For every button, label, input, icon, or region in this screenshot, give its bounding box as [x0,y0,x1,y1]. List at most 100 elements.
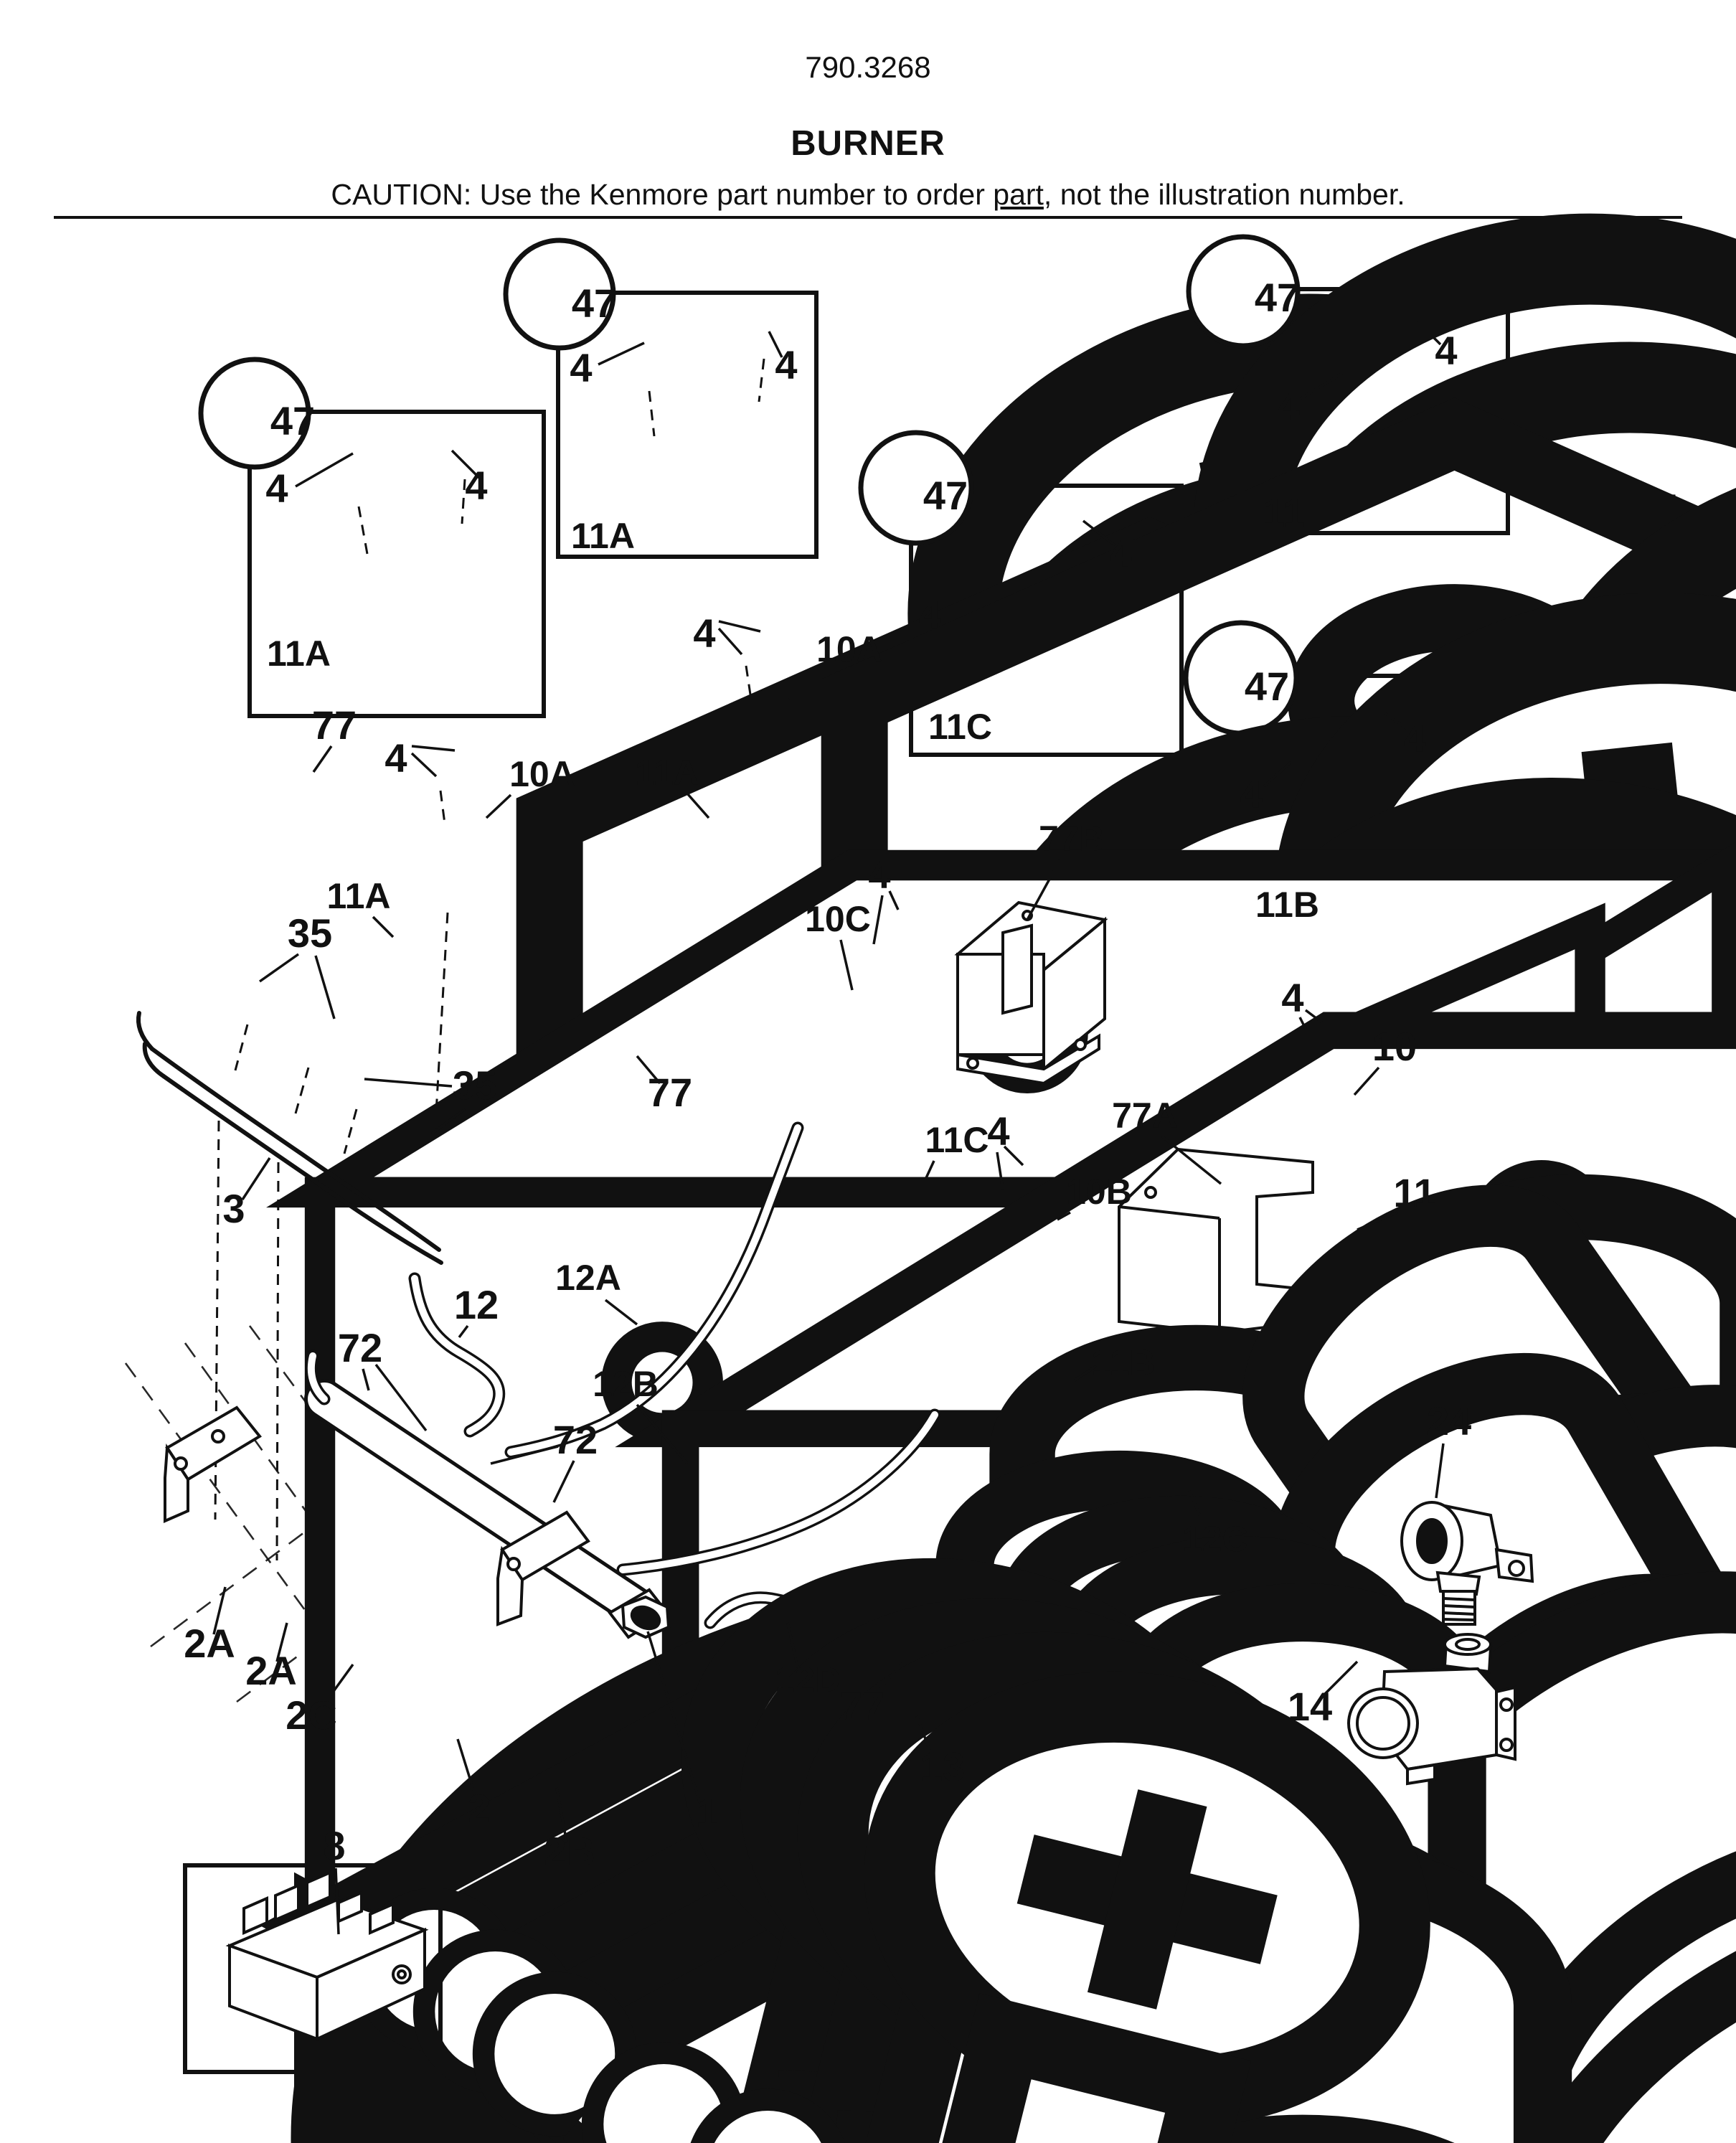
callout-4-2a: 4 [570,345,592,390]
leader-35-1 [314,955,336,1019]
leader-4-8 [888,890,900,910]
callout-35-1: 35 [288,910,332,956]
detail-box-11a-1 [247,410,546,718]
leader-4-2a [598,342,645,366]
caution-note: CAUTION: Use the Kenmore part number to … [0,178,1736,212]
callout-72-2: 72 [553,1417,598,1462]
callout-47-5: 47 [923,473,968,518]
elbow-fitting-24 [1400,1501,1534,1626]
leader-4-7 [718,620,761,633]
callout-11A-4: 11A [327,876,391,916]
callout-11C-2: 11C [925,1120,989,1160]
leader-4-1b [450,449,481,479]
leader-4-3b [1416,320,1442,346]
spark-module-group-8 [183,1863,443,2074]
leader-10-1 [1353,1066,1380,1096]
leader-11A-4 [372,915,395,938]
callout-10B-1: 10B [1066,1172,1132,1212]
leader-10A-1 [485,793,512,819]
leader-4-3a [1299,372,1344,400]
callout-11-1: 11 [1263,490,1305,535]
callout-12-1: 12 [454,1282,499,1327]
page-title: BURNER [791,124,945,163]
leader-14-1 [1320,1660,1359,1699]
detail-box-11 [1239,287,1510,535]
leader-4-6 [410,752,438,778]
leader-4-10 [1298,1017,1307,1030]
callout-4-7: 4 [693,611,715,656]
leader-72-1 [362,1368,370,1391]
callout-11B-2: 11B [1092,1342,1156,1383]
callout-4-5a: 4 [918,592,940,637]
leader-10B-1 [1057,1211,1071,1221]
caution-underlined-word: part [993,178,1044,211]
callout-4-10: 4 [1281,975,1303,1020]
callout-10C-1: 10C [805,899,871,939]
leader-12C-1 [1188,1490,1207,1529]
callout-2A-2: 2A [245,1648,297,1693]
leader-4-1a [295,452,354,488]
leader-4-5b [1082,519,1116,547]
leader-4-5a [941,577,974,608]
callout-4-9: 4 [987,1108,1009,1154]
leader-4-8 [872,895,884,945]
detail-circle-47-1 [198,357,311,470]
leader-4-2b [768,331,783,358]
callout-47-3: 47 [1255,275,1299,320]
callout-4-8: 4 [868,852,890,897]
leader-72-1 [374,1363,428,1432]
callout-4-3b: 4 [1435,328,1457,373]
leader-11B-2 [1074,1365,1097,1382]
callout-77-3: 77 [840,1684,884,1729]
leader-2A-2 [275,1622,288,1662]
leader-2A-1 [212,1586,227,1635]
leader-77B-1 [1026,859,1062,920]
detail-group-11c [858,430,1736,2143]
leader-2-1 [456,1738,478,1800]
leader-1-1 [646,1631,702,1804]
leader-35-1 [258,953,300,983]
callout-4-5b: 4 [1109,530,1131,575]
callout-4-4b: 4 [1403,715,1425,760]
leader-24-1 [1435,1443,1445,1499]
leader-4-9 [1003,1145,1024,1167]
detail-group-11a-2 [503,208,1736,2143]
callout-47-1: 47 [270,398,315,443]
leader-77-3 [871,1662,904,1699]
detail-circle-47-2 [503,237,616,351]
callout-11-2: 11 [1393,1170,1435,1215]
detail-circle-47-5 [858,430,974,546]
detail-group-11a-1 [198,281,1736,2143]
callout-4-1b: 4 [465,463,487,508]
leader-10A-2 [788,667,819,700]
leader-4-10 [1304,1009,1324,1025]
callout-leaders [212,320,1445,1935]
leader-12-1 [458,1324,469,1339]
model-number: 790.3268 [805,50,931,84]
callout-2A-1: 2A [184,1621,235,1666]
callout-77A-1: 77A [1112,1096,1178,1136]
manifold-pipe-1 [164,1350,1595,2143]
callout-77-2: 77 [648,1070,692,1115]
callout-14-1: 14 [1288,1684,1332,1729]
callout-11B-1: 11B [1255,885,1319,925]
callout-77B-1: 77B [1039,819,1105,859]
leader-77-1 [312,745,333,773]
callout-4-6: 4 [385,735,407,781]
leader-12A-1 [604,1299,638,1326]
callout-24-1: 24 [1427,1398,1471,1443]
pressure-regulator-14 [1347,1633,1516,1786]
callout-4-2b: 4 [775,342,797,387]
callout-12A-1: 12A [555,1258,621,1298]
callout-11A-1: 11A [267,634,331,674]
leader-2C-1 [321,1663,354,1708]
leader-77A-1 [1161,1135,1222,1185]
callout-77-1: 77 [312,702,357,748]
callout-4-1a: 4 [265,466,288,511]
callout-2-1: 2 [468,1786,490,1831]
leader-12D-1 [786,1622,799,1668]
leader-4-4b [1382,710,1410,732]
callout-4-4a: 4 [1240,771,1262,816]
